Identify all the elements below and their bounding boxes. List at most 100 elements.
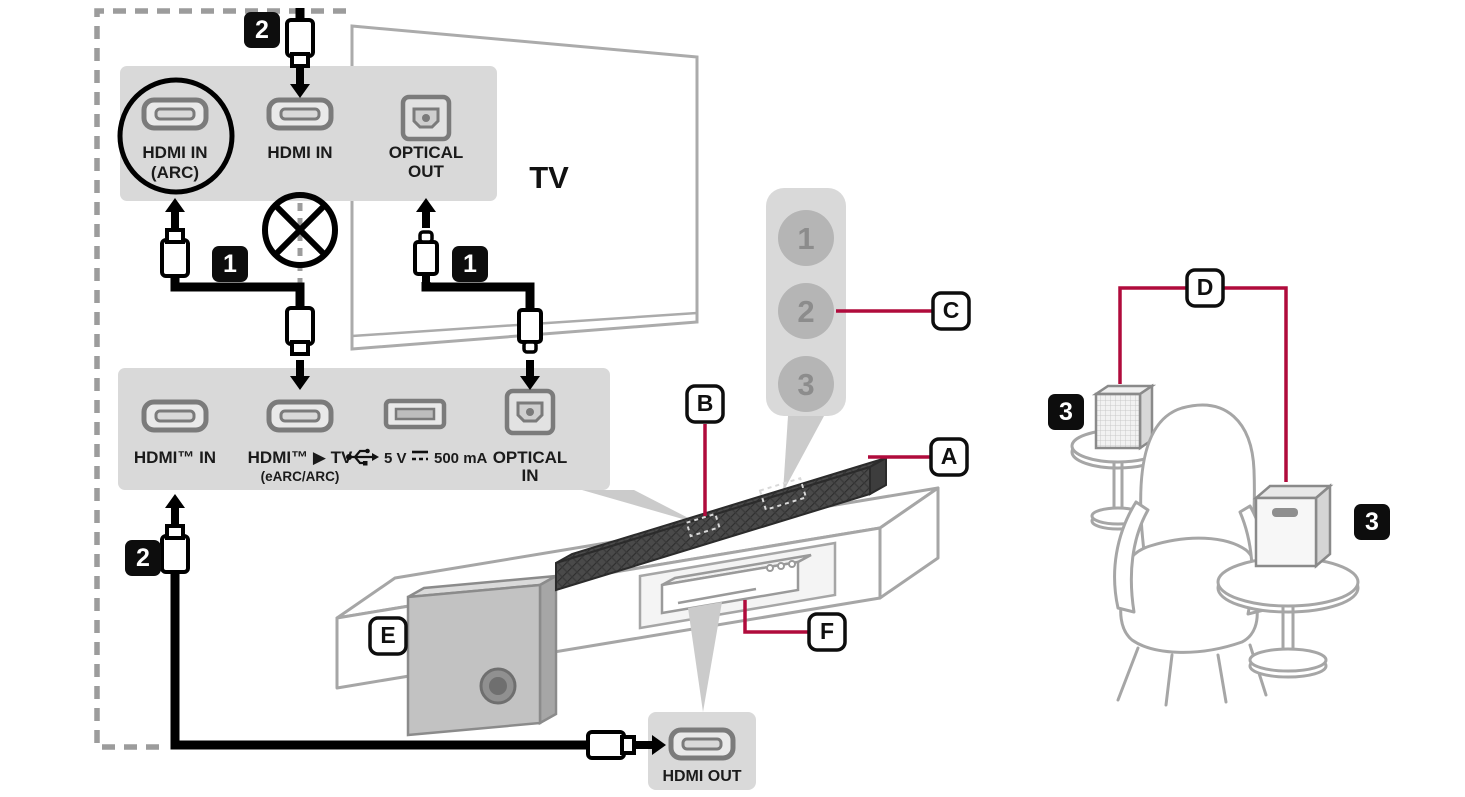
soundbar-optical-in-port-icon — [507, 391, 553, 433]
side-table-right — [1216, 556, 1360, 679]
tv-ports-panel: HDMI IN (ARC) HDMI IN OPTICAL OUT TV — [117, 66, 569, 201]
hdmi-plug-icon — [287, 296, 313, 354]
soundbar-optical-in-label-line2: IN — [522, 466, 539, 485]
tv-hdmi-in-port-icon — [269, 100, 331, 128]
source-button-3-label: 3 — [797, 367, 814, 402]
source-buttons-panel: 1 2 3 — [766, 188, 846, 416]
cabinet-right-face — [878, 486, 940, 600]
callout-e-badge: E — [368, 616, 408, 656]
hdmi-plug-icon — [287, 8, 313, 66]
usb-icon — [346, 448, 379, 466]
callout-f-line — [743, 600, 809, 634]
callout-c-badge: C — [931, 291, 971, 331]
step-badge-1-left: 1 — [212, 246, 248, 282]
rear-speaker-left — [1091, 383, 1157, 451]
soundbar-hdmi-tv-sublabel: (eARC/ARC) — [261, 469, 340, 484]
step-badge-2-top-label: 2 — [255, 16, 269, 44]
tv-hdmi-arc-label-line2: (ARC) — [151, 163, 199, 182]
callout-d-label: D — [1197, 274, 1214, 300]
step-badge-3-right: 3 — [1354, 504, 1390, 540]
tv-optical-out-port-icon — [403, 97, 449, 139]
step-badge-1-right-label: 1 — [463, 250, 477, 278]
armchair-left-arm — [1113, 500, 1150, 614]
step-badge-3-right-label: 3 — [1365, 508, 1379, 536]
tv-stand-illustration — [335, 456, 940, 737]
media-player-disc-slot — [677, 587, 757, 605]
subwoofer-port-inner — [489, 677, 507, 695]
soundbar-panel-callout-wedge — [582, 490, 700, 524]
step-badge-3-left: 3 — [1048, 394, 1084, 430]
hdmi-cable-2-top — [287, 8, 313, 98]
rear-speaker-right — [1252, 483, 1334, 569]
callout-e-label: E — [380, 622, 395, 648]
rear-speaker-left-grille — [1094, 392, 1142, 450]
soundbar-hdmi-tv-port-icon — [269, 402, 331, 430]
soundbar-illustration — [555, 456, 887, 592]
soundbar-hdmi-in-port-icon — [144, 402, 206, 430]
step-badge-2-top: 2 — [244, 12, 280, 48]
step-badge-2-bottom-label: 2 — [136, 544, 150, 572]
dc-symbol-icon — [412, 450, 428, 461]
media-player-button-icon — [788, 560, 796, 568]
media-player-button-icon — [766, 564, 774, 572]
insert-arrow-icon — [165, 198, 185, 228]
hdmi-plug-icon — [162, 526, 188, 584]
media-player-illustration — [660, 553, 812, 615]
step-badge-1-right: 1 — [452, 246, 488, 282]
source-button-2 — [778, 283, 834, 339]
media-player-button-icon — [777, 562, 785, 570]
callout-f-badge: F — [807, 612, 847, 652]
soundbar-touch-buttons-area — [758, 477, 808, 511]
subwoofer-front-face — [406, 583, 542, 737]
buttons-panel-callout-wedge — [783, 416, 824, 492]
callout-b-badge: B — [685, 384, 725, 424]
player-hdmi-out-label: HDMI OUT — [662, 768, 741, 785]
tv-hdmi-arc-label-line1: HDMI IN — [142, 143, 207, 162]
rear-speaker-right-port — [1272, 508, 1298, 517]
arc-port-highlight-circle — [117, 77, 235, 195]
tv-hdmi-arc-port-icon — [144, 100, 206, 128]
hdmi-out-panel: HDMI OUT — [648, 712, 756, 790]
prohibition-icon — [262, 192, 338, 286]
source-button-3 — [778, 356, 834, 412]
soundbar-display-window — [685, 512, 721, 538]
optical-cable-1 — [415, 198, 541, 390]
soundbar-usb-port-icon — [386, 401, 444, 427]
tv-label: TV — [529, 160, 569, 195]
step-badge-3-left-label: 3 — [1059, 398, 1073, 426]
listening-room-illustration — [1070, 383, 1360, 707]
tv-hdmi-in-label: HDMI IN — [267, 143, 332, 162]
source-button-1-label: 1 — [797, 221, 814, 256]
armchair-illustration — [1113, 403, 1270, 707]
soundbar-hdmi-tv-label: HDMI™ ▶ TV — [248, 448, 353, 467]
tv-optical-out-label-line1: OPTICAL — [389, 143, 464, 162]
soundbar-ports-panel: HDMI™ IN HDMI™ ▶ TV (eARC/ARC) 5 V 500 m… — [118, 368, 610, 490]
step-badge-2-bottom: 2 — [125, 540, 161, 576]
callout-d-line-right — [1222, 286, 1288, 482]
callout-d-badge: D — [1185, 268, 1225, 308]
insert-arrow-icon — [165, 494, 185, 524]
tv-optical-out-label-line2: OUT — [408, 162, 445, 181]
source-button-2-label: 2 — [797, 294, 814, 329]
step-badge-1-left-label: 1 — [223, 250, 237, 278]
hdmi-plug-icon — [162, 230, 188, 288]
hdmi-cable-1 — [162, 198, 313, 390]
rear-speaker-right-side-face — [1314, 483, 1332, 569]
callout-f-label: F — [820, 618, 834, 644]
hdmi-cable-2-bottom — [162, 494, 666, 758]
subwoofer-side-face — [538, 573, 558, 726]
callout-d-line-left — [1118, 286, 1188, 384]
callout-b-label: B — [697, 390, 714, 416]
source-button-1 — [778, 210, 834, 266]
usb-volt-label: 5 V — [384, 450, 407, 467]
callout-a-label: A — [941, 443, 958, 469]
soundbar-hdmi-in-label: HDMI™ IN — [134, 448, 216, 467]
soundbar-optical-in-label-line1: OPTICAL — [493, 448, 568, 467]
media-player-callout-wedge — [688, 602, 722, 712]
hdmi-plug-icon — [576, 732, 634, 758]
usb-current-label: 500 mA — [434, 450, 488, 467]
callout-c-label: C — [943, 297, 960, 323]
callout-a-badge: A — [929, 437, 969, 477]
